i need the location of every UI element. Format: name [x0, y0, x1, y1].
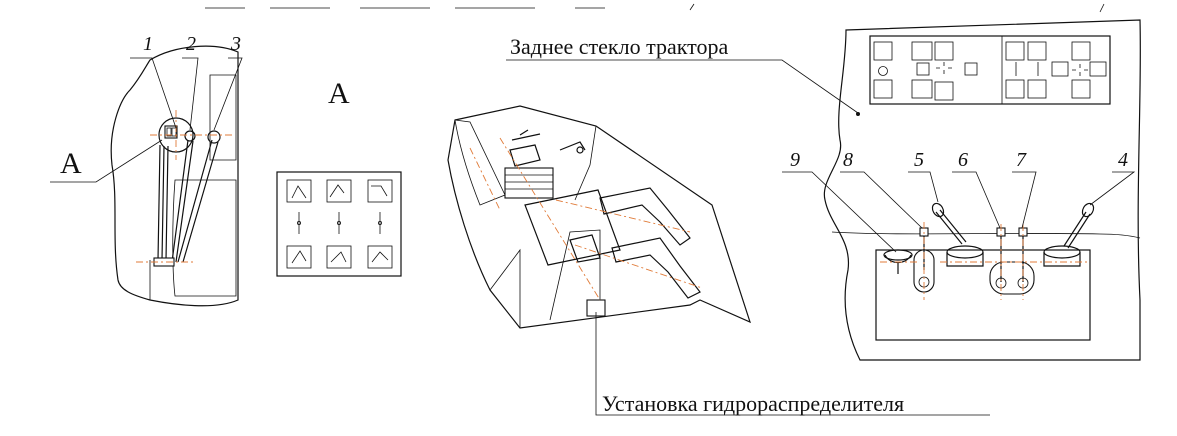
right-levers	[880, 202, 1095, 300]
left-leaders	[50, 57, 243, 183]
rear-glass-leader	[506, 59, 859, 114]
view-a-panel	[276, 171, 402, 277]
rear-glass-point	[856, 112, 860, 116]
valve-installation	[447, 105, 990, 416]
view-letter-center: A	[328, 77, 350, 110]
right-panel-view	[823, 19, 1141, 361]
valve-install-label: Установка гидрораспределителя	[602, 391, 904, 416]
right-leaders	[782, 171, 1136, 253]
cropped-top-text	[205, 3, 1105, 13]
rear-glass-label: Заднее стекло трактора	[510, 34, 728, 59]
callout-5: 5	[914, 149, 924, 171]
view-letter-left: A	[60, 147, 82, 180]
callout-6: 6	[958, 149, 968, 171]
callout-1: 1	[143, 33, 153, 55]
pictogram-grid	[286, 179, 393, 269]
callout-7: 7	[1016, 149, 1027, 171]
callout-4: 4	[1118, 149, 1128, 171]
callout-9: 9	[790, 149, 800, 171]
left-cables	[136, 110, 232, 267]
callout-3: 3	[230, 33, 241, 55]
left-panel-view	[110, 45, 239, 307]
callout-8: 8	[843, 149, 853, 171]
callout-2: 2	[186, 33, 196, 55]
symbol-plate	[869, 35, 1111, 105]
